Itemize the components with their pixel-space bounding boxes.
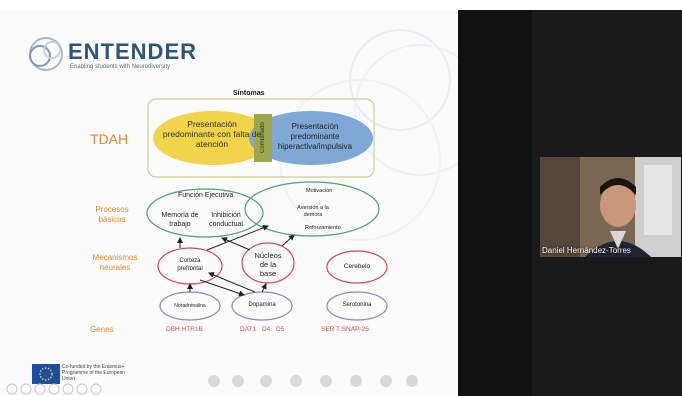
inhibicion-conductual: Inhibición conductual [209, 212, 243, 228]
venn-middle-text: Combinado [260, 122, 266, 154]
corteza-prefrontal: Corteza prefrontal [177, 258, 203, 272]
genes-label: Genes [90, 325, 114, 334]
noradrenalina: Noradrenalina [174, 303, 206, 309]
eu-cofunded-text: Co-funded by the Erasmus+ Programme of t… [62, 364, 126, 382]
participant-video[interactable]: Daniel Hernández-Torres [540, 157, 681, 257]
venn-left-text: Presentación predominante con falta de a… [162, 119, 262, 149]
brand-name: ENTENDER [68, 39, 198, 64]
participant-name: Daniel Hernández-Torres [542, 246, 631, 255]
serotonina: Serotonina [342, 302, 372, 308]
diagram-graphics [146, 98, 418, 387]
genes-dat1-d4-d5: DAT1 D4 D5 [240, 326, 285, 333]
diagram-title: Síntomas [233, 90, 265, 97]
cerebelo: Cerebelo [343, 263, 371, 270]
genes-dbh-htr1b: DBH HTR1B [166, 326, 203, 333]
slide-toolbar [6, 383, 102, 395]
brand-tagline: Enabling students with Neurodiversity [70, 64, 171, 70]
memoria-trabajo: Memoria de trabajo [161, 212, 199, 228]
eu-flag-icon [32, 364, 60, 384]
procesos-label: Procesos básicos [95, 205, 129, 224]
entender-logo-icon [29, 37, 63, 71]
genes-sert-snap25: SER T SNAP-25 [321, 326, 369, 333]
tdah-label: TDAH [90, 131, 129, 147]
mecanismos-label: Mecanismos neurales [92, 253, 138, 272]
funcion-ejecutiva: Función Ejecutiva [178, 192, 234, 199]
aversion-demora: Aversión a la demora [297, 205, 329, 218]
presentation-slide: ENTENDER Enabling students with Neurodiv… [0, 10, 458, 396]
dopamina: Dopamina [248, 302, 276, 308]
nucleos-base: Núcleos de la base [254, 251, 282, 278]
reforzamiento: Reforzamiento [305, 225, 341, 231]
motivacion: Motivación [306, 188, 333, 194]
participant-video-image [540, 157, 681, 257]
venn-right-text: Presentación predominante hiperactiva/im… [277, 122, 353, 151]
